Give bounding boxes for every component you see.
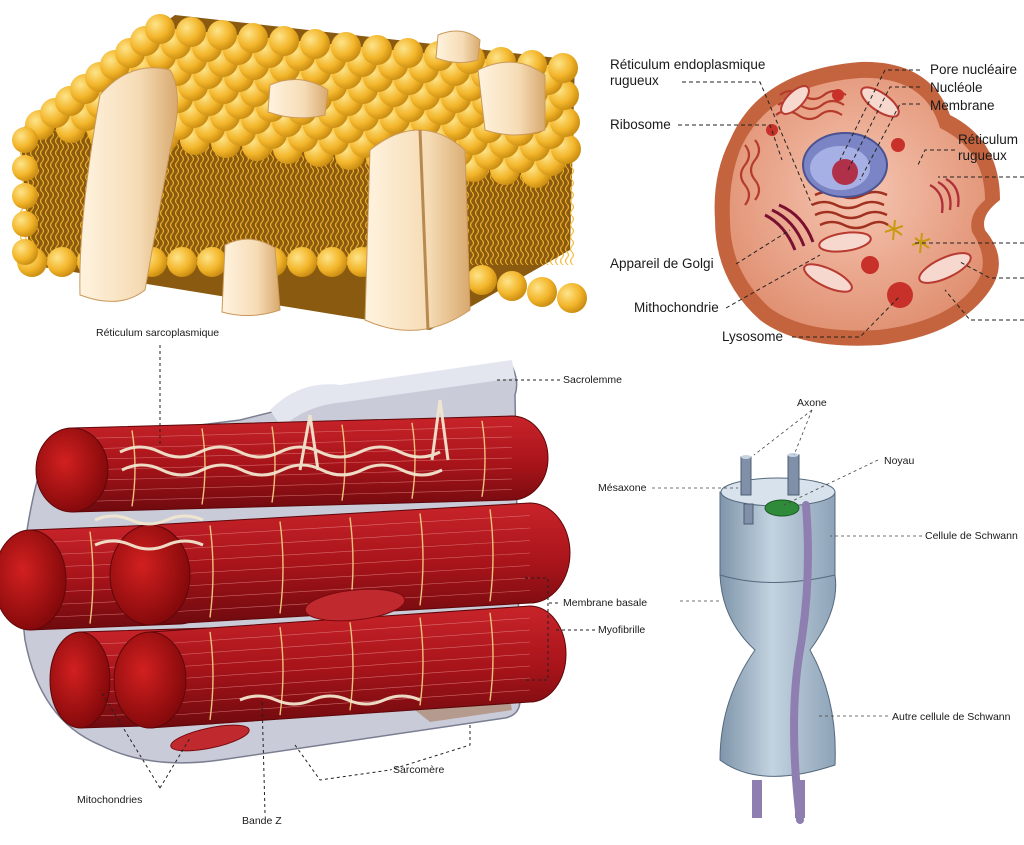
myofibril-end [110,525,190,625]
myofibril [36,416,548,512]
label-golgi: Appareil de Golgi [610,256,714,272]
nerve-fiber [720,453,836,820]
label-sarcoplasmic-reticulum: Réticulum sarcoplasmique [96,327,219,339]
axon-bottom-2 [795,780,805,818]
lipid-head [317,247,347,277]
label-mitochondria: Mithochondrie [634,300,719,316]
label-axon: Axone [797,397,827,409]
channel-protein [365,130,470,330]
label-mitochondria-muscle: Mitochondries [77,794,142,806]
lipid-head [145,14,175,44]
label-z-band: Bande Z [242,815,282,827]
schwann-nucleus [765,500,799,516]
myofibril-end [114,632,186,728]
lipid-head [12,239,38,265]
label-rer-left-line1: Réticulum endoplasmique [610,57,765,73]
label-rer-right: Réticulum rugueux [958,132,1018,163]
myofibrils [0,416,570,728]
lipid-head [167,247,197,277]
surface-protein-right [478,62,545,135]
lipid-head [548,53,578,83]
label-schwann-cell: Cellule de Schwann [925,530,1018,542]
lipid-head [176,17,206,47]
axon-bottom-1 [752,780,762,818]
peripheral-protein-small [222,239,280,315]
lipid-head [362,35,392,65]
label-sarcomere: Sarcomère [393,764,444,776]
label-basal-membrane: Membrane basale [563,597,647,609]
lipid-head [557,283,587,313]
label-myofibril: Myofibrille [598,624,645,636]
label-nucleus: Noyau [884,455,914,467]
lipid-head [393,38,423,68]
muscle-fiber [0,360,570,763]
lipid-head [527,277,557,307]
lipid-head [467,265,497,295]
axon-2 [788,455,799,495]
axon-2-cap [788,453,799,457]
lipid-head [207,20,237,50]
label-lysosome: Lysosome [722,329,783,345]
lipid-head [331,32,361,62]
axon-1 [741,457,751,495]
axon-1-cap [741,455,751,459]
label-nuclear-pore: Pore nucléaire [930,62,1017,78]
label-rer-left-line2: rugueux [610,73,765,89]
lipid-head [497,271,527,301]
lipid-head [12,183,38,209]
schwann-lower [720,575,836,776]
myofibril-end [50,632,110,728]
surface-protein-back [436,31,480,63]
nucleolus-shape [832,159,858,185]
lipid-head [300,29,330,59]
label-rer-right-line1: Réticulum [958,132,1018,148]
lipid-head [238,23,268,53]
lipid-head [12,127,38,153]
label-membrane: Membrane [930,98,995,114]
lipid-head [12,211,38,237]
myofibril-end [0,530,66,630]
surface-protein-top [268,80,328,118]
label-nucleolus: Nucléole [930,80,983,96]
label-mesaxon: Mésaxone [598,482,646,494]
lipid-head [12,155,38,181]
lipid-head [47,247,77,277]
axon-3 [744,504,753,524]
lipid-head [287,247,317,277]
lipid-head [197,247,227,277]
label-sarcolemma: Sacrolemme [563,374,622,386]
label-other-schwann-cell: Autre cellule de Schwann [892,711,1011,723]
myofibril-end [36,428,108,512]
label-rer-right-line2: rugueux [958,148,1018,164]
label-rer-left: Réticulum endoplasmique rugueux [610,57,765,88]
label-ribosome: Ribosome [610,117,671,133]
lipid-head [269,26,299,56]
lipid-bilayer [12,14,587,330]
